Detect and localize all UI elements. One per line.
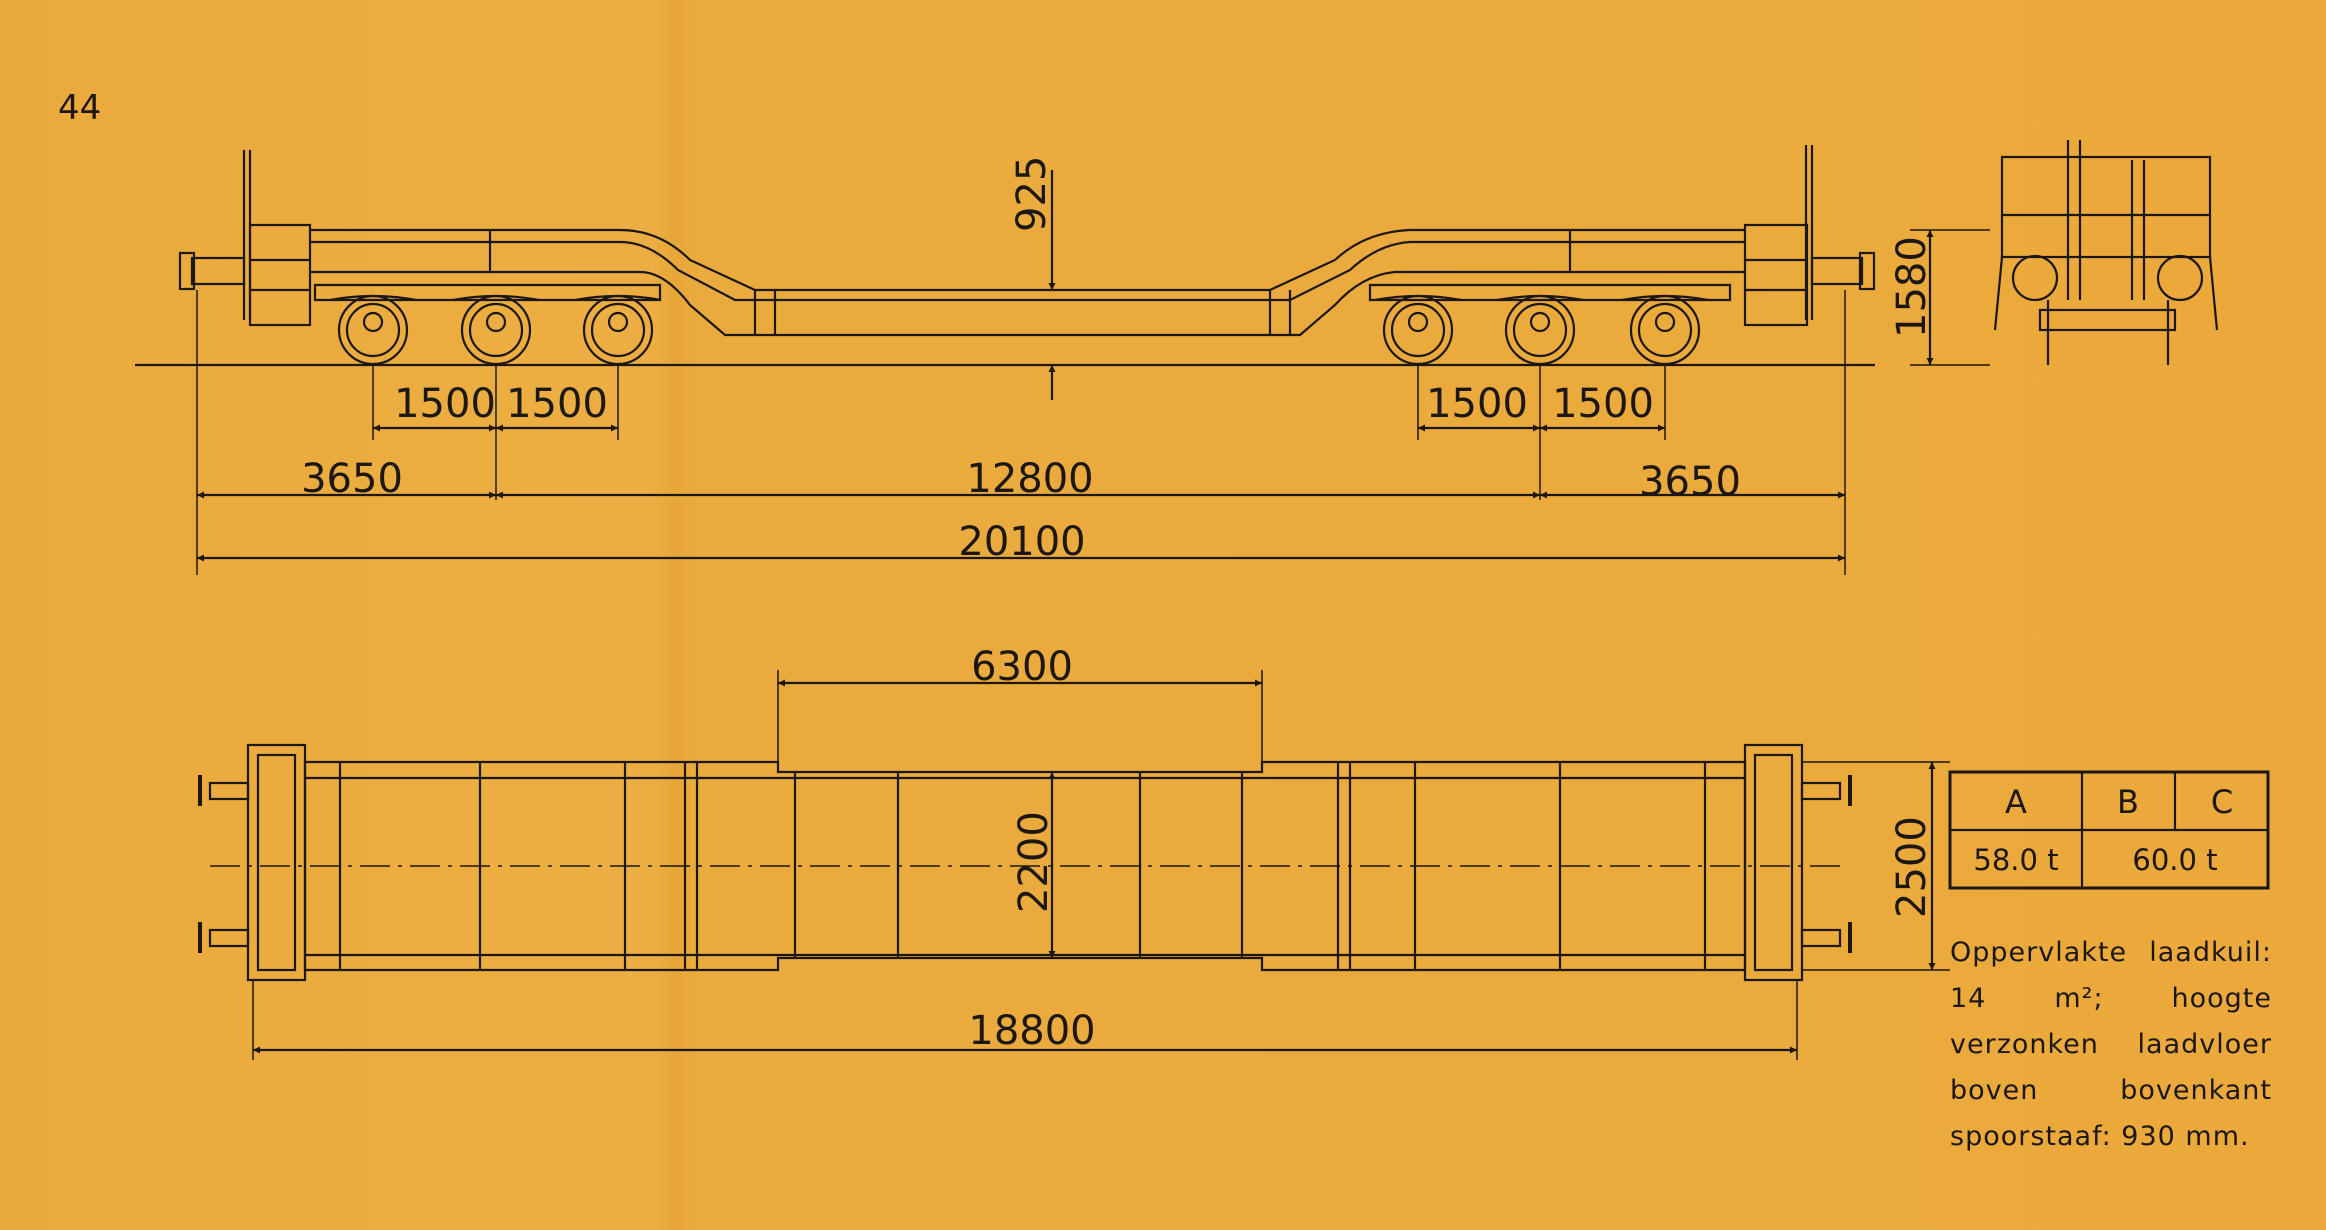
bogie-centres-label: 12800 xyxy=(966,456,1093,502)
table-value-bc: 60.0 t xyxy=(2132,843,2217,877)
table-header-a: A xyxy=(2005,783,2027,821)
overhang-right-label: 3650 xyxy=(1639,459,1741,505)
right-bogie-frame xyxy=(1368,283,1732,302)
note-text: Oppervlakte laadkuil: 14 m²; hoogte verz… xyxy=(1950,937,2272,1152)
height-1580-label: 1580 xyxy=(1889,236,1935,338)
side-view xyxy=(135,145,1876,575)
plan-buffer-br xyxy=(1800,928,1842,948)
well-width-label: 2200 xyxy=(1011,811,1057,913)
end-view xyxy=(1910,140,2219,366)
plan-view xyxy=(198,670,1950,1060)
left-bogie-frame xyxy=(313,283,662,302)
overall-length-label: 20100 xyxy=(958,519,1085,565)
plan-buffer-bl xyxy=(208,928,250,948)
left-wheelset xyxy=(329,294,662,366)
plan-buffer-tr xyxy=(1800,781,1842,801)
table-header-b: B xyxy=(2117,783,2139,821)
table-value-a: 58.0 t xyxy=(1973,843,2058,877)
end-view-left-buffer xyxy=(2011,254,2059,302)
axle-spacing-1: 1500 xyxy=(394,381,496,427)
axle-spacing-2: 1500 xyxy=(506,381,608,427)
plan-left-end xyxy=(246,743,307,982)
well-length-label: 6300 xyxy=(971,644,1073,690)
girder-top xyxy=(310,228,1745,292)
left-buffer xyxy=(190,256,246,286)
axle-spacing-3: 1500 xyxy=(1426,381,1528,427)
page-number: 44 xyxy=(58,88,102,128)
capacity-table xyxy=(1948,770,2270,890)
plan-right-end xyxy=(1743,743,1804,982)
overall-width-label: 2500 xyxy=(1889,816,1935,918)
end-view-frame xyxy=(2000,155,2212,259)
axle-spacing-4: 1500 xyxy=(1552,381,1654,427)
height-925-label: 925 xyxy=(1009,156,1055,232)
end-view-right-buffer xyxy=(2156,254,2204,302)
right-end-frame xyxy=(1743,223,1809,327)
left-end-frame xyxy=(248,223,312,327)
frame-length-label: 18800 xyxy=(968,1008,1095,1054)
overhang-left-label: 3650 xyxy=(301,456,403,502)
plan-buffer-tl xyxy=(208,781,250,801)
end-view-axle xyxy=(2038,308,2177,332)
table-header-c: C xyxy=(2211,783,2233,821)
right-buffer xyxy=(1810,256,1864,286)
right-wheelset xyxy=(1374,294,1709,366)
